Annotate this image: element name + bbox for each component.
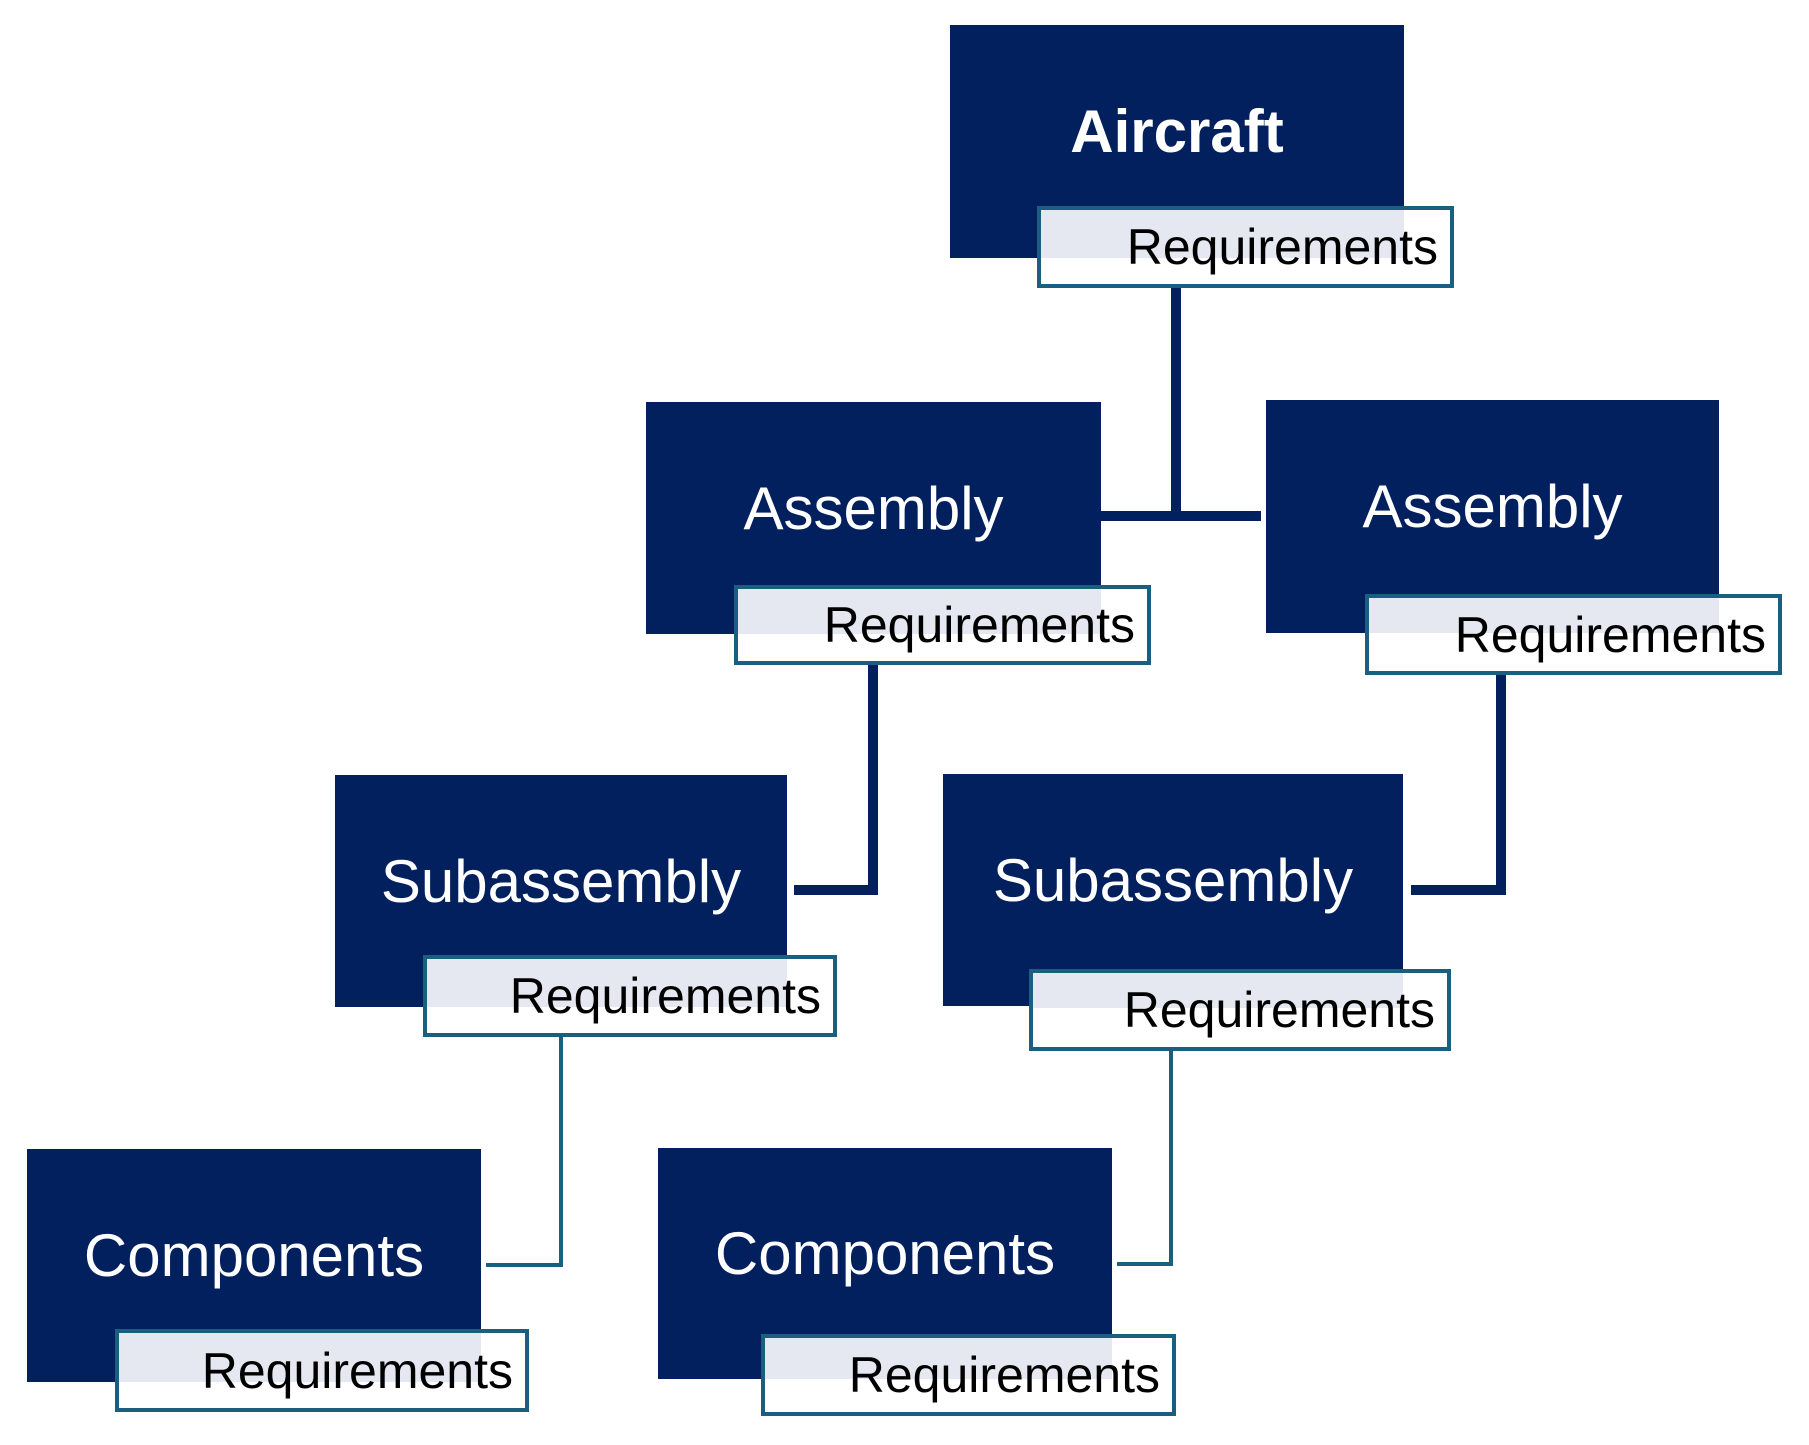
connector-subassembly-right-horizontal <box>1117 1262 1173 1266</box>
requirements-label: Requirements <box>201 1342 513 1399</box>
node-label: Components <box>83 1222 425 1289</box>
node-label: Assembly <box>743 474 1004 542</box>
requirements-label: Requirements <box>509 968 821 1024</box>
requirements-subassembly-left: Requirements <box>423 955 837 1037</box>
node-subassembly-left: Subassembly <box>335 775 787 1007</box>
node-label: Aircraft <box>1070 98 1284 165</box>
node-label: Subassembly <box>380 847 742 915</box>
node-subassembly-right: Subassembly <box>943 774 1403 1006</box>
connector-subassembly-left-vertical <box>559 1037 563 1267</box>
connector-subassembly-left-horizontal <box>486 1263 563 1267</box>
connector-assembly-right-horizontal <box>1411 885 1506 895</box>
requirements-assembly-left: Requirements <box>734 585 1151 665</box>
requirements-aircraft: Requirements <box>1037 206 1454 288</box>
requirements-components-right: Requirements <box>761 1334 1176 1416</box>
requirements-assembly-right: Requirements <box>1365 594 1782 675</box>
connector-assembly-left-vertical <box>868 665 878 895</box>
connector-assembly-left-horizontal <box>794 885 878 895</box>
requirements-label: Requirements <box>1126 219 1438 275</box>
connector-assembly-right-vertical <box>1496 675 1506 895</box>
node-label: Assembly <box>1362 473 1623 540</box>
connector-subassembly-right-vertical <box>1169 1051 1173 1266</box>
node-label: Components <box>714 1220 1056 1287</box>
requirements-label: Requirements <box>1123 982 1435 1038</box>
node-label: Subassembly <box>992 846 1354 914</box>
requirements-components-left: Requirements <box>115 1329 529 1412</box>
requirements-subassembly-right: Requirements <box>1029 969 1451 1051</box>
requirements-label: Requirements <box>1454 606 1766 663</box>
requirements-label: Requirements <box>823 597 1135 653</box>
connector-assembly-horizontal <box>1101 511 1261 521</box>
requirements-label: Requirements <box>848 1347 1160 1403</box>
connector-aircraft-vertical <box>1171 288 1181 521</box>
